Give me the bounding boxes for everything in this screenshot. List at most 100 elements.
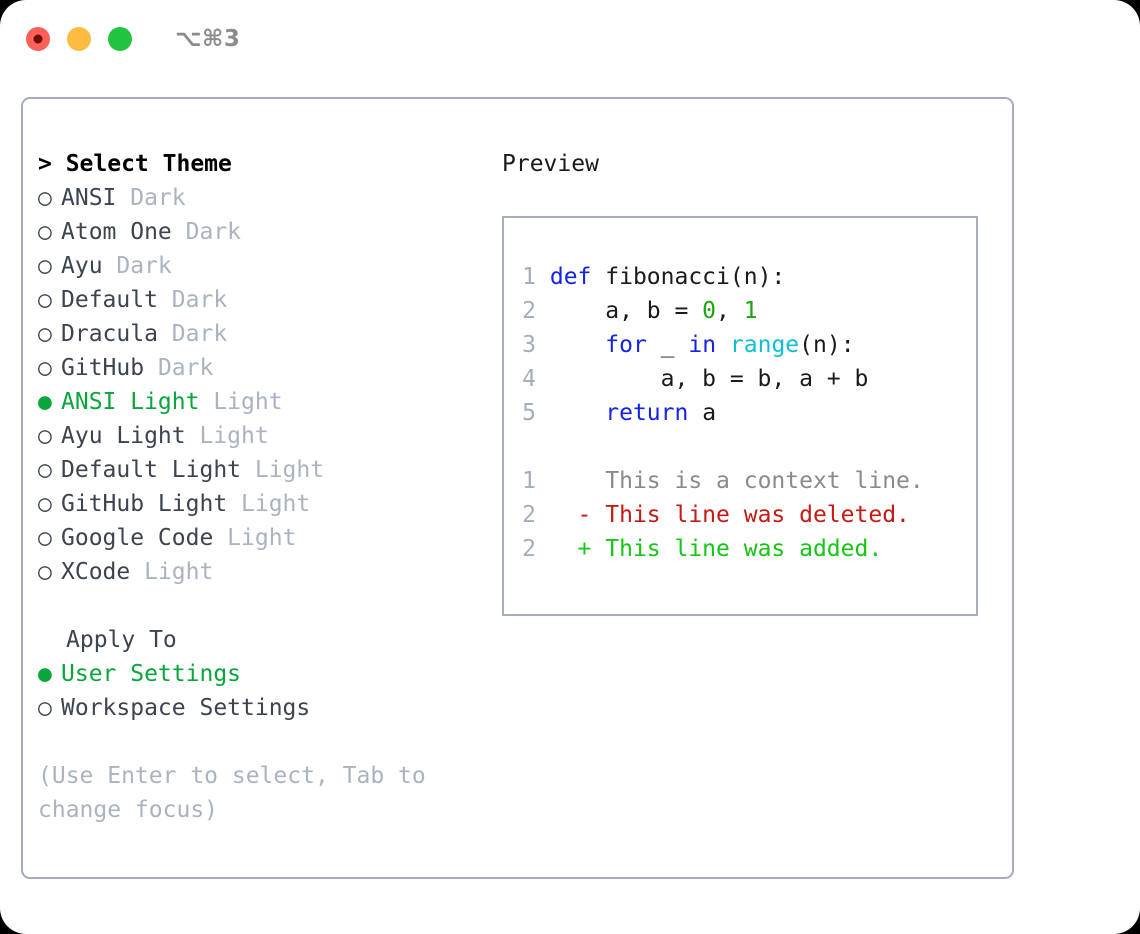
theme-name: Default xyxy=(61,287,158,313)
diff-marker xyxy=(536,468,605,494)
theme-name: ANSI xyxy=(61,185,117,211)
theme-list-item[interactable]: ○ Default Light Light xyxy=(38,453,488,487)
apply-to-label: User Settings xyxy=(61,661,242,687)
code-token: , xyxy=(716,298,744,324)
theme-variant: Dark xyxy=(102,253,172,279)
theme-name: Ayu xyxy=(61,253,103,279)
code-line: 2 a, b = 0, 1 xyxy=(522,294,976,328)
theme-variant: Light xyxy=(241,457,325,483)
select-theme-header: > Select Theme xyxy=(38,151,232,177)
apply-to-option[interactable]: ○ Workspace Settings xyxy=(38,691,488,725)
diff-text: This line was deleted. xyxy=(605,502,910,528)
title-bar: ⌥⌘3 xyxy=(0,0,1140,78)
theme-variant: Light xyxy=(199,389,283,415)
diff-sample: 1 This is a context line.2 - This line w… xyxy=(522,464,976,566)
code-token: 0 xyxy=(702,298,717,324)
radio-unselected-icon: ○ xyxy=(38,253,52,279)
code-token: a, b = b, a + b xyxy=(536,366,869,392)
line-number: 3 xyxy=(522,332,536,358)
apply-to-list: ● User Settings ○ Workspace Settings xyxy=(38,657,488,725)
theme-variant: Dark xyxy=(157,321,228,347)
theme-variant: Light xyxy=(213,525,297,551)
code-token xyxy=(536,264,550,290)
theme-name: Atom One xyxy=(61,219,172,245)
code-line: 1 def fibonacci(n): xyxy=(522,260,976,294)
diff-marker: + xyxy=(536,536,606,562)
code-token: a, b = xyxy=(536,298,703,324)
theme-name: GitHub Light xyxy=(61,491,228,517)
code-line: 5 return a xyxy=(522,396,976,430)
code-token: for xyxy=(605,332,647,358)
preview-header: Preview xyxy=(502,151,599,177)
minimize-window-button[interactable] xyxy=(67,27,91,51)
theme-list-item[interactable]: ○ ANSI Dark xyxy=(38,181,488,215)
theme-variant: Light xyxy=(185,423,269,449)
radio-selected-icon: ● xyxy=(38,389,52,415)
theme-name: ANSI Light xyxy=(61,389,200,415)
diff-marker: - xyxy=(536,502,606,528)
diff-line: 2 - This line was deleted. xyxy=(522,498,976,532)
theme-list-item[interactable]: ● ANSI Light Light xyxy=(38,385,488,419)
theme-name: Dracula xyxy=(61,321,158,347)
theme-list-item[interactable]: ○Google Code Light xyxy=(38,521,488,555)
radio-unselected-icon: ○ xyxy=(38,695,52,721)
theme-list-item[interactable]: ○ XCode Light xyxy=(38,555,488,589)
line-number: 1 xyxy=(522,264,536,290)
line-number: 2 xyxy=(522,536,536,562)
theme-variant: Dark xyxy=(144,355,214,381)
theme-list-item[interactable]: ○GitHub Light Light xyxy=(38,487,488,521)
theme-variant: Light xyxy=(130,559,214,585)
maximize-window-button[interactable] xyxy=(108,27,132,51)
code-token xyxy=(716,332,730,358)
diff-line: 1 This is a context line. xyxy=(522,464,976,498)
radio-unselected-icon: ○ xyxy=(38,559,52,585)
preview-panel: Preview 1 def fibonacci(n):2 a, b = 0, 1… xyxy=(502,147,992,616)
radio-unselected-icon: ○ xyxy=(38,355,52,381)
code-token: (n): xyxy=(799,332,855,358)
code-token: fibonacci(n): xyxy=(591,264,786,290)
theme-selector-panel: > Select Theme ○ANSI Dark○Atom One Dark○… xyxy=(38,147,488,827)
theme-variant: Dark xyxy=(116,185,186,211)
close-window-button[interactable] xyxy=(26,27,50,51)
code-token: def xyxy=(549,264,592,290)
theme-variant: Dark xyxy=(157,287,228,313)
radio-selected-icon: ● xyxy=(38,661,52,687)
code-token: _ xyxy=(646,332,689,358)
apply-to-header: Apply To xyxy=(66,627,177,653)
code-token: 1 xyxy=(743,298,758,324)
line-number: 4 xyxy=(522,366,536,392)
line-number: 2 xyxy=(522,298,536,324)
theme-list-item[interactable]: ○ Ayu Dark xyxy=(38,249,488,283)
theme-list-item[interactable]: ○Dracula Dark xyxy=(38,317,488,351)
theme-list-item[interactable]: ○Default Dark xyxy=(38,283,488,317)
theme-list: ○ANSI Dark○Atom One Dark○Ayu Dark○Defaul… xyxy=(38,181,488,589)
theme-list-item[interactable]: ○GitHub Dark xyxy=(38,351,488,385)
diff-text: This line was added. xyxy=(605,536,883,562)
diff-line: 2 + This line was added. xyxy=(522,532,976,566)
theme-name: XCode xyxy=(61,559,131,585)
main-card: > Select Theme ○ANSI Dark○Atom One Dark○… xyxy=(21,97,1014,879)
theme-variant: Light xyxy=(227,491,311,517)
code-token: a xyxy=(688,400,717,426)
diff-text: This is a context line. xyxy=(605,468,924,494)
radio-unselected-icon: ○ xyxy=(38,185,52,211)
line-number: 5 xyxy=(522,400,536,426)
titlebar-shortcut-label: ⌥⌘3 xyxy=(175,26,241,52)
code-token xyxy=(536,400,605,426)
list-spacer xyxy=(38,589,488,623)
theme-name: Default Light xyxy=(61,457,242,483)
radio-unselected-icon: ○ xyxy=(38,525,52,551)
line-number: 1 xyxy=(522,468,536,494)
radio-unselected-icon: ○ xyxy=(38,457,52,483)
theme-list-item[interactable]: ○ Ayu Light Light xyxy=(38,419,488,453)
apply-to-label: Workspace Settings xyxy=(61,695,311,721)
radio-unselected-icon: ○ xyxy=(38,423,52,449)
preview-gap xyxy=(522,430,976,464)
theme-list-item[interactable]: ○Atom One Dark xyxy=(38,215,488,249)
theme-name: Ayu Light xyxy=(61,423,186,449)
code-line: 3 for _ in range(n): xyxy=(522,328,976,362)
apply-to-option[interactable]: ● User Settings xyxy=(38,657,488,691)
